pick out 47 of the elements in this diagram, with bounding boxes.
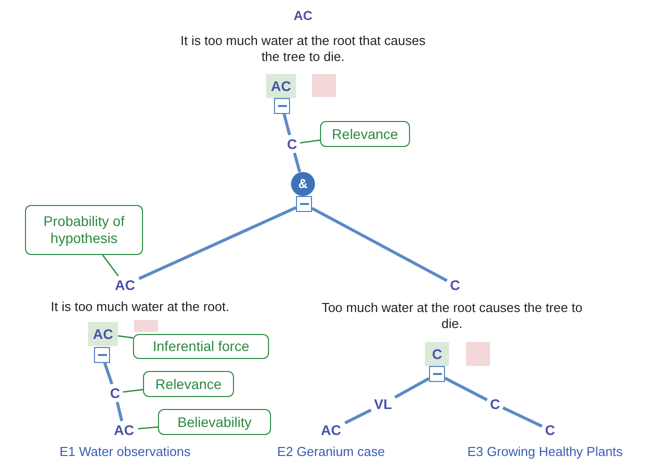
callout-bubble: Probability of hypothesis — [25, 205, 143, 255]
node-label: AC — [317, 421, 345, 439]
collapse-button — [429, 366, 445, 382]
statement-text: It is too much water at the root that causes the tree to die. — [180, 33, 426, 66]
evidence-link: E1 Water observations — [58, 444, 192, 460]
node-label: C — [542, 421, 558, 439]
status-tag: AC — [88, 322, 118, 346]
status-tag: C — [425, 342, 449, 366]
connector-line — [138, 206, 297, 280]
node-label: C — [107, 384, 123, 402]
callout-bubble: Believability — [158, 409, 271, 435]
and-circle: & — [291, 172, 315, 196]
connector-line — [502, 406, 543, 428]
statement-text: Too much water at the root causes the tree to die. — [320, 300, 584, 332]
node-label: AC — [292, 8, 314, 24]
empty-marker — [134, 320, 158, 332]
node-label: C — [284, 135, 300, 153]
empty-marker — [312, 74, 336, 97]
node-label: VL — [371, 395, 395, 413]
callout-bubble: Relevance — [320, 121, 410, 147]
status-tag: AC — [266, 74, 296, 98]
collapse-button — [274, 98, 290, 114]
connector-line — [394, 377, 430, 399]
statement-text: It is too much water at the root. — [50, 299, 230, 316]
connector-line — [311, 206, 448, 282]
collapse-button — [296, 196, 312, 212]
connector-line — [444, 376, 488, 402]
callout-bubble: Relevance — [143, 371, 234, 397]
node-label: AC — [111, 276, 139, 294]
connector-line — [103, 362, 114, 384]
evidence-link: E2 Geranium case — [276, 444, 386, 460]
leader-line — [118, 335, 134, 338]
leader-line — [138, 426, 158, 430]
leader-line — [122, 388, 144, 393]
empty-marker — [466, 342, 490, 366]
connector-line — [282, 114, 292, 136]
connector-line — [344, 408, 372, 424]
connector-line — [116, 402, 124, 422]
node-label: C — [487, 395, 503, 413]
node-label: AC — [110, 421, 138, 439]
leader-line — [300, 140, 320, 144]
leader-line — [102, 254, 119, 276]
collapse-button — [94, 347, 110, 363]
callout-bubble: Inferential force — [133, 334, 269, 359]
evidence-link: E3 Growing Healthy Plants — [466, 444, 624, 460]
connector-line — [293, 152, 302, 172]
node-label: C — [447, 276, 463, 294]
